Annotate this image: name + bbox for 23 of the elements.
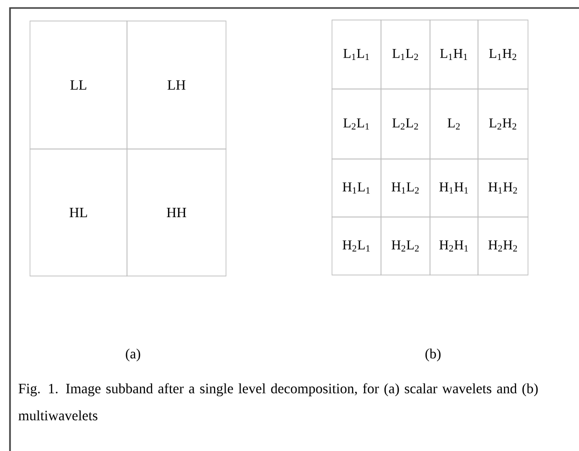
- grid-cell: H$_{2}$L$_{1}$: [332, 216, 382, 276]
- grid-cell: L$_{1}$L$_{1}$: [332, 20, 382, 90]
- grid-cell: LL: [30, 20, 128, 150]
- grid-cell: L$_{1}$H$_{2}$: [478, 20, 528, 90]
- grid-cell: L$_{2}$L$_{2}$: [380, 88, 430, 160]
- grid-cell: HL: [30, 148, 128, 276]
- grid-cell: H$_{1}$L$_{1}$: [332, 158, 382, 218]
- grid-cell: L$_{2}$: [430, 88, 478, 160]
- caption: Fig. 1. Image subband after a single level decomposition, for (a) scalar wavelets and (b) multiwavelets: [18, 383, 538, 420]
- grid-cell: L$_{1}$L$_{2}$: [380, 20, 430, 90]
- grid-cell: LH: [126, 20, 226, 150]
- grid-cell: H$_{1}$H$_{2}$: [478, 158, 528, 218]
- panel-label: (a): [126, 348, 140, 362]
- grid-cell: H$_{1}$L$_{2}$: [380, 158, 430, 218]
- grid-cell: HH: [126, 148, 226, 276]
- grid-cell: H$_{1}$H$_{1}$: [430, 158, 478, 218]
- grid-cell: H$_{2}$H$_{2}$: [478, 216, 528, 276]
- grid-cell: L$_{1}$H$_{1}$: [430, 20, 478, 90]
- grid-cell: L$_{2}$L$_{1}$: [332, 88, 382, 160]
- panel-label: (b): [425, 348, 441, 362]
- grid-cell: L$_{2}$H$_{2}$: [478, 88, 528, 160]
- grid-cell: H$_{2}$H$_{1}$: [430, 216, 478, 276]
- grid-cell: H$_{2}$L$_{2}$: [380, 216, 430, 276]
